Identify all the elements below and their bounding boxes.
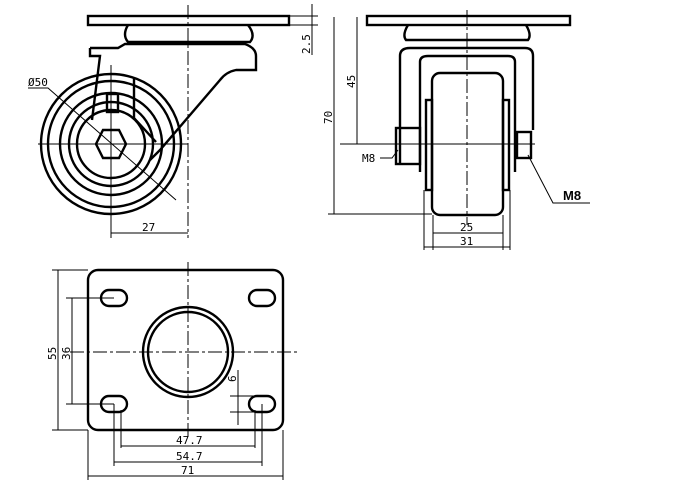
wheel-hub-right bbox=[501, 98, 511, 192]
left-nut bbox=[394, 126, 422, 166]
wheel-hub-left bbox=[424, 98, 434, 192]
front-view: 45 M8 M8 25 31 bbox=[340, 10, 590, 250]
bolt-right-label: M8 bbox=[563, 188, 581, 203]
height-label: 70 bbox=[322, 111, 335, 124]
plate-width-label: 71 bbox=[181, 464, 194, 477]
slot-top-right bbox=[247, 288, 277, 308]
slot-width-label: 6 bbox=[226, 375, 239, 382]
plate-height-label: 55 bbox=[46, 347, 59, 360]
fork-outer bbox=[398, 46, 535, 165]
side-view: Ø50 27 2.5 70 bbox=[28, 4, 432, 238]
right-nut bbox=[515, 130, 533, 160]
plate-thickness-label: 2.5 bbox=[300, 34, 313, 54]
axle-height-label: 45 bbox=[345, 75, 358, 88]
plate-view: 55 36 6 47.7 54.7 71 bbox=[46, 262, 300, 480]
offset-label: 27 bbox=[142, 221, 155, 234]
hole-spacing-inner-label: 47.7 bbox=[176, 434, 203, 447]
diameter-label: Ø50 bbox=[28, 76, 48, 89]
swivel-head bbox=[123, 24, 254, 44]
bolt-left-label: M8 bbox=[362, 152, 375, 165]
wheel-width-label: 25 bbox=[460, 221, 473, 234]
front-top-plate bbox=[365, 14, 572, 27]
fork-front bbox=[88, 48, 102, 121]
fork-inner-leg bbox=[418, 54, 517, 172]
hole-spacing-y-label: 36 bbox=[60, 347, 73, 360]
hole-spacing-outer-label: 54.7 bbox=[176, 450, 203, 463]
fork-width-label: 31 bbox=[460, 235, 473, 248]
fork-body bbox=[90, 42, 258, 161]
mounting-plate bbox=[86, 268, 285, 432]
